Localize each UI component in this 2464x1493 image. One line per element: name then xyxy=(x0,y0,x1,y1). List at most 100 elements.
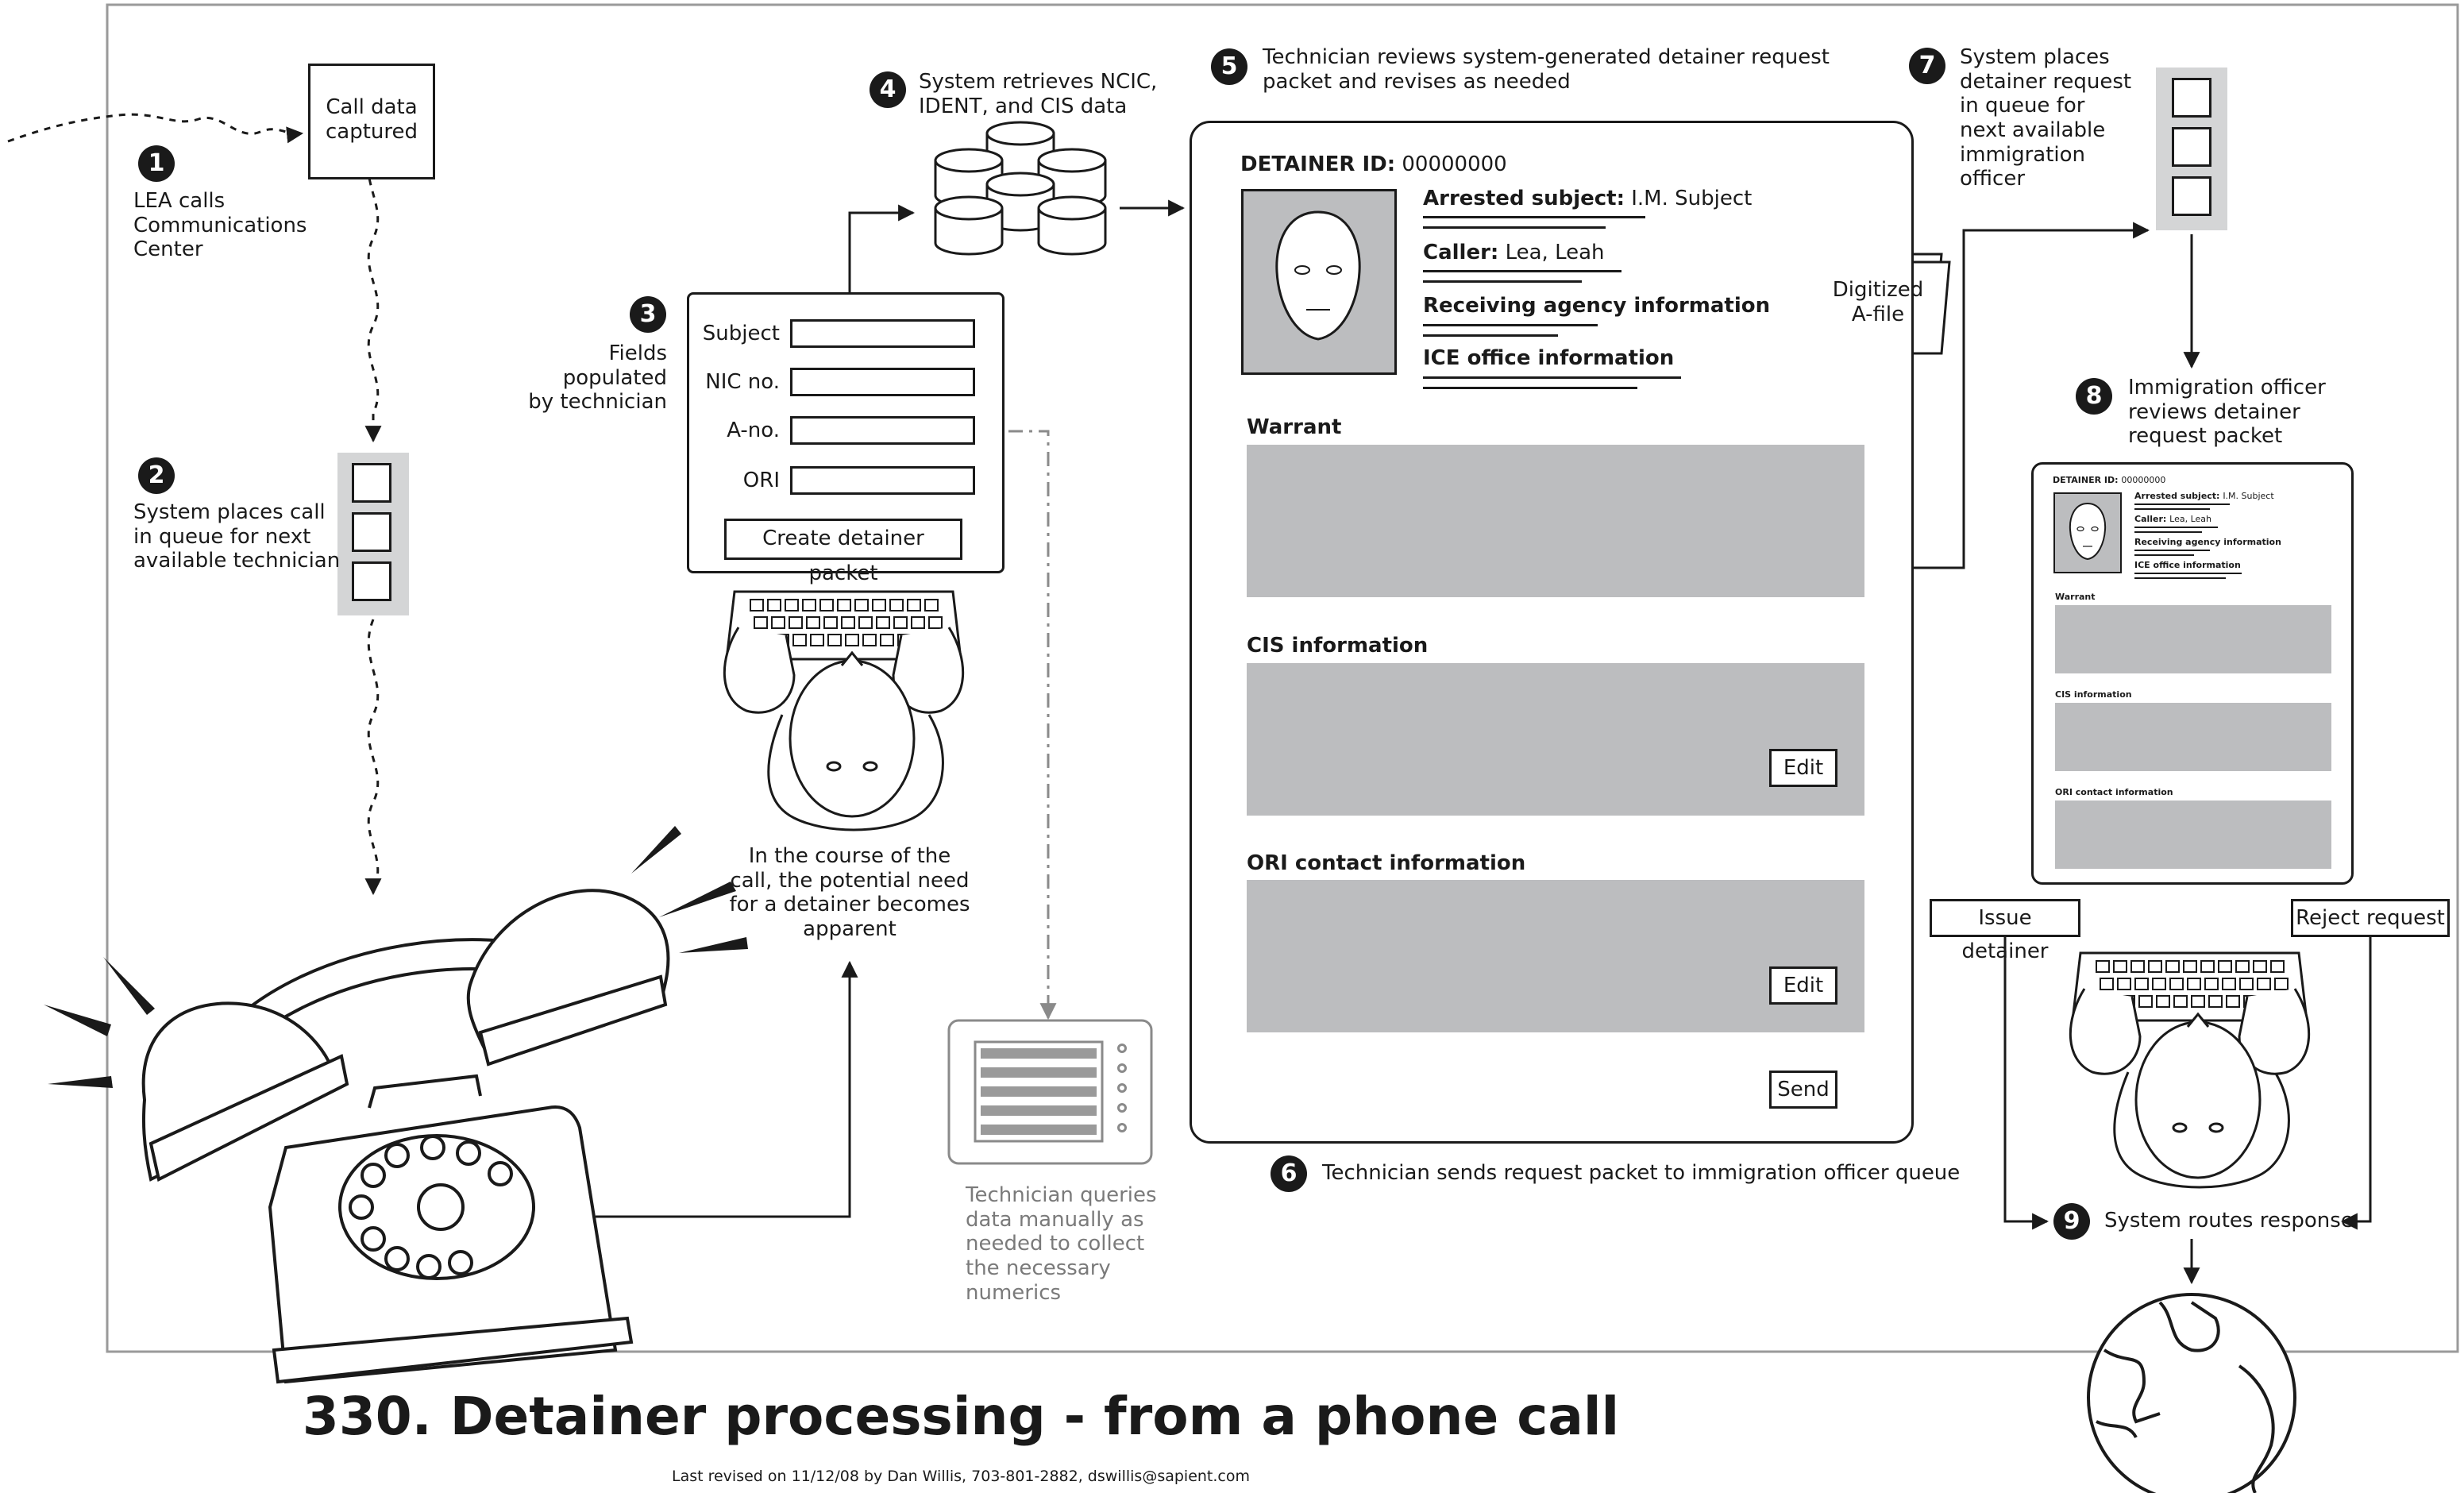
phone-to-note-arrow xyxy=(596,960,858,1218)
arrested-subject-label: Arrested subject: xyxy=(1423,187,1625,210)
a-no-field[interactable] xyxy=(790,416,975,445)
mini-id-label: DETAINER ID: xyxy=(2053,475,2119,485)
officer-queue-slot xyxy=(2172,127,2211,167)
mini-ori-section xyxy=(2055,801,2331,869)
reject-to-route-arrow xyxy=(2340,937,2372,1230)
mini-arrested-label: Arrested subject: xyxy=(2134,491,2220,501)
call-data-label: Call data captured xyxy=(325,95,418,144)
mini-caller-value: Lea, Leah xyxy=(2169,514,2212,524)
warrant-heading: Warrant xyxy=(1247,415,1342,439)
mini-id-value: 00000000 xyxy=(2121,475,2166,485)
cis-edit-button[interactable]: Edit xyxy=(1769,749,1837,787)
call-to-queue-line xyxy=(364,141,382,443)
step-4-badge: 4 xyxy=(870,71,906,108)
technician-queue-slot xyxy=(352,463,391,503)
diagram-frame xyxy=(106,3,2459,1353)
manual-query-arrow xyxy=(1008,430,1057,1020)
warrant-section xyxy=(1247,445,1864,597)
a-file-label: Digitized A-file xyxy=(1832,278,1924,326)
step-9-badge: 9 xyxy=(2053,1203,2090,1240)
ori-contact-section xyxy=(1247,880,1864,1032)
manual-query-note: Technician queries data manually as need… xyxy=(966,1183,1157,1305)
form-to-db-arrow xyxy=(848,204,916,294)
issue-to-route-arrow xyxy=(2003,937,2049,1230)
step-8-label: Immigration officer reviews detainer req… xyxy=(2128,376,2326,449)
mini-ori-heading: ORI contact information xyxy=(2055,787,2173,797)
incoming-call-line xyxy=(7,113,304,144)
step-3-label: Fields populated by technician xyxy=(528,341,667,415)
technician-queue-slot xyxy=(352,512,391,552)
mini-arrested-value: I.M. Subject xyxy=(2223,491,2274,501)
caller-value: Lea, Leah xyxy=(1505,241,1605,264)
step-5-label: Technician reviews system-generated deta… xyxy=(1263,45,1830,94)
mini-warrant-section xyxy=(2055,605,2331,673)
step-6-label: Technician sends request packet to immig… xyxy=(1322,1161,1961,1185)
officer-queue-slot xyxy=(2172,176,2211,216)
step-7-badge: 7 xyxy=(1909,48,1945,84)
globe-illustration xyxy=(2087,1293,2296,1493)
mini-detail-line xyxy=(2134,531,2202,533)
caller: Caller: Lea, Leah xyxy=(1423,241,1605,265)
detail-line xyxy=(1423,216,1645,218)
nic-label: NIC no. xyxy=(705,370,780,394)
ori-contact-heading: ORI contact information xyxy=(1247,851,1526,875)
send-button[interactable]: Send xyxy=(1769,1071,1837,1109)
packet-to-queue-arrow xyxy=(1914,222,2150,569)
call-data-box xyxy=(308,64,435,179)
mini-detainer-id: DETAINER ID: 00000000 xyxy=(2053,475,2165,485)
step-1-badge: 1 xyxy=(138,145,175,182)
a-no-label: A-no. xyxy=(727,419,780,442)
cis-section xyxy=(1247,663,1864,816)
technician-queue-slot xyxy=(352,561,391,601)
page-title: 330. Detainer processing - from a phone … xyxy=(302,1386,1620,1447)
nic-field[interactable] xyxy=(790,368,975,396)
queue-to-phone-line xyxy=(364,619,382,896)
step-3-badge: 3 xyxy=(630,296,666,333)
detail-line xyxy=(1423,270,1621,272)
mini-detail-line xyxy=(2134,508,2210,510)
mini-cis-heading: CIS information xyxy=(2055,689,2132,700)
detail-line xyxy=(1423,280,1582,283)
mini-detail-line xyxy=(2134,503,2230,505)
cis-heading: CIS information xyxy=(1247,634,1429,658)
reject-request-button[interactable]: Reject request xyxy=(2291,899,2450,937)
mini-detail-line xyxy=(2134,527,2218,528)
technician-illustration xyxy=(723,590,965,831)
detail-line xyxy=(1423,387,1637,389)
mini-face-icon xyxy=(2069,502,2107,561)
database-icons xyxy=(934,121,1107,256)
ori-field[interactable] xyxy=(790,466,975,495)
subject-label: Subject xyxy=(702,322,780,345)
detail-line xyxy=(1423,324,1598,326)
detail-line xyxy=(1423,376,1681,379)
ice-office: ICE office information xyxy=(1423,346,1675,370)
call-note: In the course of the call, the potential… xyxy=(729,844,970,942)
arrested-subject: Arrested subject: I.M. Subject xyxy=(1423,187,1752,211)
step-7-label: System places detainer request in queue … xyxy=(1960,45,2132,191)
mini-receiving: Receiving agency information xyxy=(2134,537,2281,547)
caller-label: Caller: xyxy=(1423,241,1499,264)
telephone-illustration xyxy=(141,889,670,1384)
mini-warrant-heading: Warrant xyxy=(2055,592,2096,602)
mini-detail-line xyxy=(2134,550,2210,551)
subject-face-icon xyxy=(1275,210,1361,341)
ori-edit-button[interactable]: Edit xyxy=(1769,966,1837,1005)
receiving-agency: Receiving agency information xyxy=(1423,294,1771,318)
arrested-subject-value: I.M. Subject xyxy=(1631,187,1753,210)
mini-detail-line xyxy=(2134,573,2242,574)
issue-detainer-button[interactable]: Issue detainer xyxy=(1930,899,2080,963)
terminal-illustration xyxy=(947,1019,1153,1165)
mini-arrested: Arrested subject: I.M. Subject xyxy=(2134,491,2274,501)
ori-label: ORI xyxy=(742,469,780,492)
ringing-marks xyxy=(44,826,748,1088)
mini-caller-label: Caller: xyxy=(2134,514,2167,524)
officer-illustration xyxy=(2069,951,2311,1189)
step-9-label: System routes response xyxy=(2104,1209,2354,1233)
step-6-badge: 6 xyxy=(1271,1155,1307,1192)
mini-detail-line xyxy=(2134,554,2194,556)
subject-field[interactable] xyxy=(790,319,975,348)
create-detainer-packet-button[interactable]: Create detainer packet xyxy=(724,519,962,585)
detail-line xyxy=(1423,226,1606,229)
